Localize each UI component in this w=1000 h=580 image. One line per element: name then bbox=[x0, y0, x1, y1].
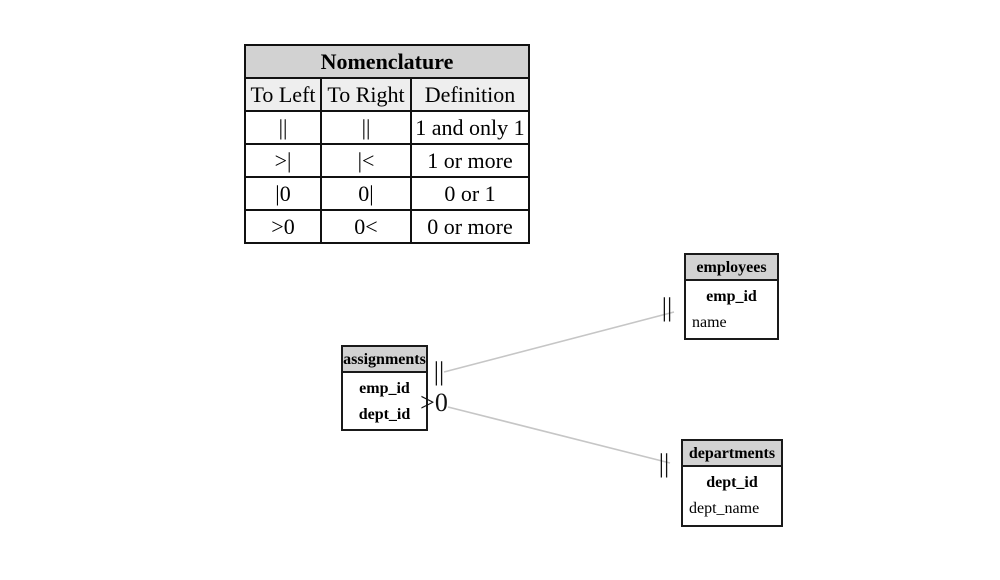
nomenclature-row: |0 0| 0 or 1 bbox=[244, 176, 530, 211]
symbol-to-left: >| bbox=[244, 143, 322, 178]
column-header-definition: Definition bbox=[410, 77, 530, 112]
column-header-to-right: To Right bbox=[320, 77, 412, 112]
attribute: name bbox=[692, 314, 727, 331]
cardinality-marker-departments-side: || bbox=[658, 449, 670, 478]
attribute: dept_name bbox=[689, 500, 760, 517]
symbol-to-left: >0 bbox=[244, 209, 322, 244]
symbol-definition: 0 or 1 bbox=[410, 176, 530, 211]
entity-employees: employees emp_id name bbox=[684, 253, 779, 340]
symbol-to-left: |0 bbox=[244, 176, 322, 211]
symbol-to-right: || bbox=[320, 110, 412, 145]
symbol-to-right: 0| bbox=[320, 176, 412, 211]
nomenclature-title-row: Nomenclature bbox=[244, 44, 530, 79]
symbol-to-right: |< bbox=[320, 143, 412, 178]
entity-title: assignments bbox=[343, 347, 426, 373]
nomenclature-header-row: To Left To Right Definition bbox=[244, 77, 530, 112]
symbol-definition: 1 or more bbox=[410, 143, 530, 178]
entity-attribute-list: emp_id dept_id bbox=[343, 373, 426, 428]
relationship-line-assignments-employees bbox=[443, 311, 675, 373]
nomenclature-table: Nomenclature To Left To Right Definition… bbox=[244, 44, 530, 244]
cardinality-marker-assignments-side-employees-line: || bbox=[433, 357, 445, 386]
cardinality-marker-assignments-side-departments-line: >0 bbox=[420, 388, 448, 417]
attribute-primary-key: dept_id bbox=[706, 474, 758, 491]
relationship-line-assignments-departments bbox=[447, 406, 671, 464]
symbol-definition: 0 or more bbox=[410, 209, 530, 244]
symbol-definition: 1 and only 1 bbox=[410, 110, 530, 145]
entity-title: departments bbox=[683, 441, 781, 467]
entity-attribute-list: dept_id dept_name bbox=[683, 467, 781, 522]
entity-assignments: assignments emp_id dept_id bbox=[341, 345, 428, 431]
attribute-primary-key: dept_id bbox=[358, 406, 411, 423]
attribute-primary-key: emp_id bbox=[706, 288, 757, 305]
nomenclature-row: >| |< 1 or more bbox=[244, 143, 530, 178]
entity-attribute-list: emp_id name bbox=[686, 281, 777, 336]
nomenclature-row: || || 1 and only 1 bbox=[244, 110, 530, 145]
entity-title: employees bbox=[686, 255, 777, 281]
symbol-to-right: 0< bbox=[320, 209, 412, 244]
nomenclature-title: Nomenclature bbox=[244, 44, 530, 79]
cardinality-marker-employees-side: || bbox=[661, 293, 673, 322]
symbol-to-left: || bbox=[244, 110, 322, 145]
nomenclature-row: >0 0< 0 or more bbox=[244, 209, 530, 244]
attribute-primary-key: emp_id bbox=[359, 380, 410, 397]
entity-departments: departments dept_id dept_name bbox=[681, 439, 783, 527]
column-header-to-left: To Left bbox=[244, 77, 322, 112]
